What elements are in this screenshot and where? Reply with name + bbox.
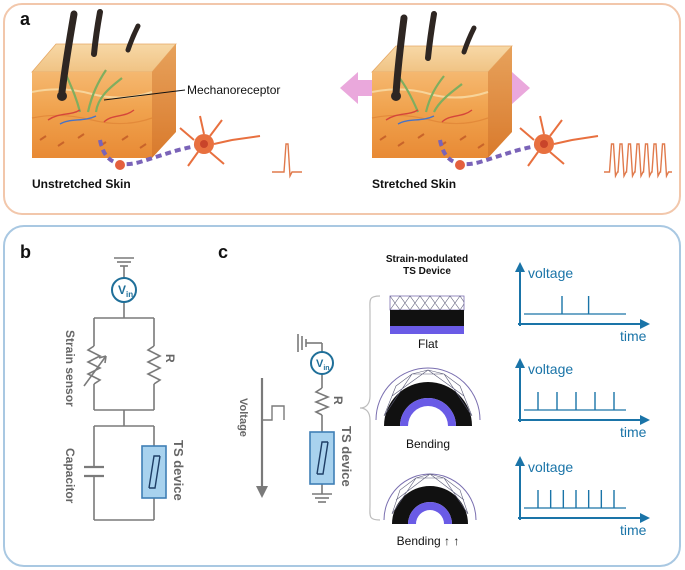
voltage-source-icon: [111, 277, 137, 303]
bending-device-icon: [375, 367, 481, 426]
state-bracket: [359, 295, 381, 521]
spike-train-unstretched: [272, 143, 302, 179]
hair-icon: [461, 25, 477, 55]
strain-sensor-arrow-icon: [83, 355, 107, 387]
device-title-line1: Strain-modulated: [386, 254, 468, 265]
circuit-b: [83, 257, 162, 521]
panel-a-label: a: [20, 9, 31, 29]
voltage-time-plot-high-bending: voltage time: [515, 456, 650, 538]
y-axis-label: voltage: [528, 265, 573, 281]
device-title-line2: TS Device: [403, 266, 451, 277]
neuron-icon: [519, 115, 599, 167]
x-axis-arrow-icon: [640, 319, 650, 329]
panel-b-label: b: [20, 242, 31, 262]
ts-device-icon-c: [309, 431, 335, 485]
vin-label-main: V: [118, 283, 126, 297]
neuron-icon: [179, 115, 261, 167]
state-caption-flat: Flat: [418, 337, 439, 351]
state-caption-bending: Bending: [406, 437, 450, 451]
stretch-left-arrow-icon: [340, 72, 374, 104]
panel-bc-frame: [3, 225, 681, 567]
panel-b: b: [20, 242, 186, 521]
voltage-pulse-icon: [262, 405, 285, 421]
skin-block-stretched: [371, 11, 513, 158]
hair-icon: [425, 11, 437, 61]
mechanoreceptor-pointer: [103, 89, 186, 101]
spike-train-stretched: [604, 143, 672, 179]
ts-device-label-c: TS device: [339, 426, 354, 487]
nerve-fiber-stretched: [438, 115, 599, 170]
y-axis-label: voltage: [528, 361, 573, 377]
y-axis-arrow-icon: [515, 456, 525, 466]
ts-device-label-b: TS device: [171, 440, 186, 501]
circuit-c: [297, 334, 332, 503]
strain-sensor-label: Strain sensor: [63, 330, 77, 407]
voltage-label-c: Voltage: [237, 398, 249, 437]
high-bending-device-icon: [383, 473, 477, 524]
x-axis-arrow-icon: [640, 513, 650, 523]
voltage-time-plot-bending: voltage time: [515, 358, 650, 440]
x-axis-arrow-icon: [640, 415, 650, 425]
y-axis-arrow-icon: [515, 262, 525, 272]
x-axis-label: time: [620, 328, 647, 344]
vin-label-sub: in: [126, 290, 133, 299]
resistor-label-c: R: [331, 396, 345, 405]
svg-text:Vin: Vin: [118, 283, 133, 299]
y-axis-label: voltage: [528, 459, 573, 475]
hair-icon: [91, 9, 103, 57]
flat-device-icon: [389, 295, 465, 334]
panel-a: a Mechanoreceptor: [3, 3, 681, 215]
nerve-fiber-unstretched: [98, 115, 261, 170]
voltage-source-icon-c: [310, 351, 334, 375]
panel-c-label: c: [218, 242, 228, 262]
hair-icon: [392, 14, 408, 98]
state-caption-high-bending: Bending ↑ ↑: [397, 534, 460, 548]
voltage-time-plot-flat: voltage time: [515, 262, 650, 344]
vin-label-main-c: V: [316, 358, 324, 370]
vin-label-sub-c: in: [323, 365, 329, 372]
panel-c: c Voltage Vin R TS device: [218, 242, 650, 548]
ts-device-icon: [141, 445, 167, 499]
hair-icon: [58, 10, 78, 96]
capacitor-label: Capacitor: [63, 448, 77, 504]
x-axis-label: time: [620, 424, 647, 440]
hair-icon: [125, 23, 141, 53]
y-axis-arrow-icon: [515, 358, 525, 368]
svg-text:Vin: Vin: [316, 358, 330, 372]
resistor-label-b: R: [163, 354, 177, 363]
caption-stretched-skin: Stretched Skin: [372, 177, 456, 191]
caption-unstretched-skin: Unstretched Skin: [32, 177, 131, 191]
x-axis-label: time: [620, 522, 647, 538]
mechanoreceptor-label: Mechanoreceptor: [187, 83, 280, 97]
